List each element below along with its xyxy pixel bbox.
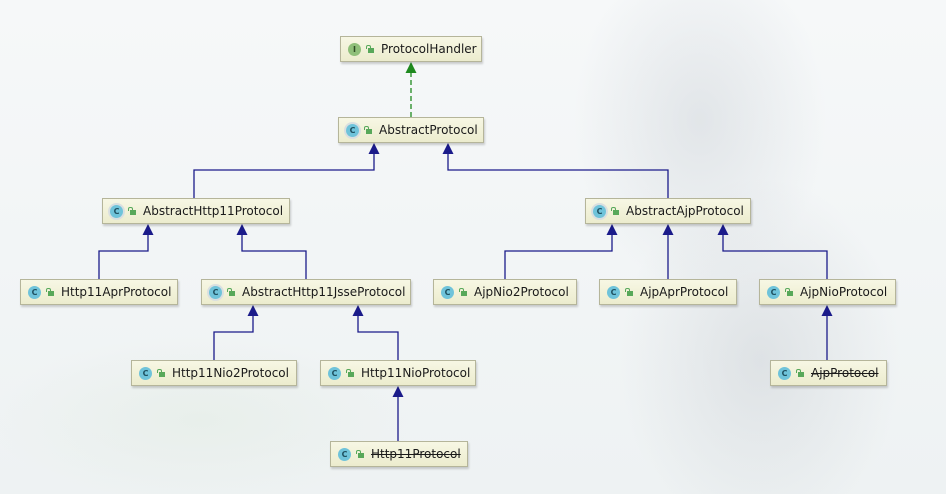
class-node[interactable]: C AbstractHttp11JsseProtocol bbox=[201, 279, 411, 305]
public-lock-icon bbox=[366, 45, 374, 53]
inheritance-arrowhead bbox=[717, 224, 729, 235]
class-name-label: Http11AprProtocol bbox=[61, 285, 172, 299]
class-node[interactable]: C AjpProtocol bbox=[770, 360, 887, 386]
class-node[interactable]: I ProtocolHandler bbox=[340, 36, 482, 62]
class-node[interactable]: C AjpNio2Protocol bbox=[433, 279, 577, 305]
class-name-label: AbstractHttp11JsseProtocol bbox=[242, 285, 406, 299]
extends-edge bbox=[504, 234, 613, 279]
class-icon: C bbox=[139, 366, 152, 380]
public-lock-icon bbox=[459, 288, 467, 296]
class-name-label: AbstractAjpProtocol bbox=[626, 204, 744, 218]
class-node[interactable]: C Http11Protocol bbox=[330, 441, 468, 467]
public-lock-icon bbox=[611, 207, 619, 215]
inheritance-arrowhead bbox=[142, 224, 154, 235]
extends-edge bbox=[447, 153, 669, 198]
extends-edge bbox=[98, 234, 149, 279]
class-node[interactable]: C AbstractAjpProtocol bbox=[585, 198, 751, 224]
public-lock-icon bbox=[128, 207, 136, 215]
abstract-class-icon: C bbox=[346, 123, 359, 137]
class-icon: C bbox=[328, 366, 341, 380]
extends-edge bbox=[193, 153, 375, 198]
inheritance-arrowhead bbox=[405, 62, 417, 73]
inheritance-arrowhead bbox=[662, 224, 674, 235]
class-node[interactable]: C AbstractProtocol bbox=[338, 117, 484, 143]
public-lock-icon bbox=[364, 126, 372, 134]
inheritance-arrowhead bbox=[442, 143, 454, 154]
public-lock-icon bbox=[227, 288, 235, 296]
class-name-label: AbstractHttp11Protocol bbox=[143, 204, 284, 218]
interface-icon: I bbox=[348, 42, 361, 56]
class-name-label: Http11NioProtocol bbox=[361, 366, 471, 380]
class-node[interactable]: C Http11NioProtocol bbox=[320, 360, 476, 386]
inheritance-arrowhead bbox=[236, 224, 248, 235]
inheritance-arrowhead bbox=[821, 305, 833, 316]
class-icon: C bbox=[607, 285, 620, 299]
class-node[interactable]: C Http11Nio2Protocol bbox=[131, 360, 297, 386]
class-node[interactable]: C AjpNioProtocol bbox=[759, 279, 896, 305]
class-name-label: AjpNio2Protocol bbox=[474, 285, 569, 299]
class-node[interactable]: C AjpAprProtocol bbox=[599, 279, 737, 305]
class-icon: C bbox=[28, 285, 41, 299]
extends-edge bbox=[241, 234, 307, 279]
public-lock-icon bbox=[796, 369, 804, 377]
class-name-label: ProtocolHandler bbox=[381, 42, 477, 56]
class-name-label: AjpNioProtocol bbox=[800, 285, 888, 299]
class-icon: C bbox=[778, 366, 791, 380]
inheritance-arrowhead bbox=[368, 143, 380, 154]
class-node[interactable]: C Http11AprProtocol bbox=[20, 279, 178, 305]
class-icon: C bbox=[338, 447, 351, 461]
class-name-label: AjpAprProtocol bbox=[640, 285, 729, 299]
class-name-label: Http11Protocol bbox=[371, 447, 461, 461]
class-icon: C bbox=[441, 285, 454, 299]
inheritance-arrowhead bbox=[352, 305, 364, 316]
public-lock-icon bbox=[356, 450, 364, 458]
public-lock-icon bbox=[46, 288, 54, 296]
class-name-label: AjpProtocol bbox=[811, 366, 879, 380]
inheritance-arrowhead bbox=[392, 386, 404, 397]
class-name-label: AbstractProtocol bbox=[379, 123, 478, 137]
inheritance-arrowhead bbox=[247, 305, 259, 316]
public-lock-icon bbox=[785, 288, 793, 296]
abstract-class-icon: C bbox=[593, 204, 606, 218]
class-icon: C bbox=[767, 285, 780, 299]
abstract-class-icon: C bbox=[110, 204, 123, 218]
public-lock-icon bbox=[625, 288, 633, 296]
extends-edge bbox=[357, 315, 399, 360]
class-name-label: Http11Nio2Protocol bbox=[172, 366, 289, 380]
extends-edge bbox=[722, 234, 828, 279]
abstract-class-icon: C bbox=[209, 285, 222, 299]
public-lock-icon bbox=[157, 369, 165, 377]
class-node[interactable]: C AbstractHttp11Protocol bbox=[102, 198, 290, 224]
public-lock-icon bbox=[346, 369, 354, 377]
inheritance-arrowhead bbox=[606, 224, 618, 235]
extends-edge bbox=[213, 315, 254, 360]
